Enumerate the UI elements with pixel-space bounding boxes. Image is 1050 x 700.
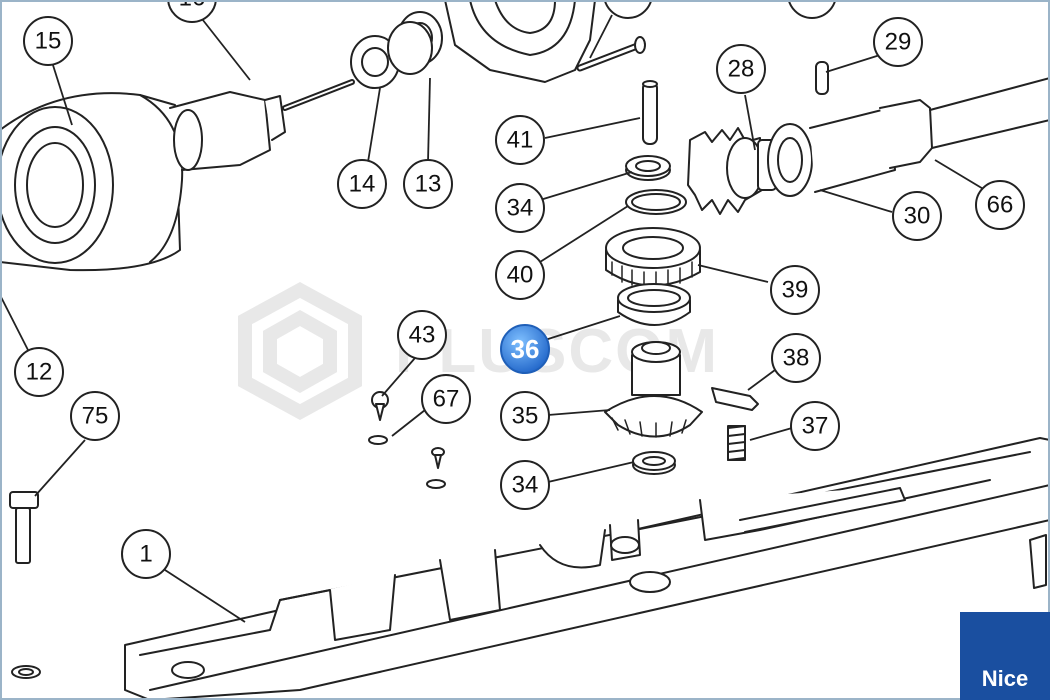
callout-12[interactable]: 12 — [14, 347, 64, 397]
circlip-part — [625, 189, 687, 215]
callout-label: 12 — [26, 359, 53, 386]
callout-75[interactable]: 75 — [70, 391, 120, 441]
callout-40[interactable]: 40 — [495, 250, 545, 300]
housing-part — [124, 437, 1050, 700]
callout-1[interactable]: 1 — [121, 529, 171, 579]
callout-label: 13 — [415, 171, 442, 198]
callout-15[interactable]: 15 — [23, 16, 73, 66]
bearing-part — [350, 11, 443, 89]
callout-label: 67 — [433, 386, 460, 413]
edge-washer-part — [11, 665, 41, 679]
callout-label: 39 — [782, 277, 809, 304]
key-part — [711, 387, 759, 411]
callout-37[interactable]: 37 — [790, 401, 840, 451]
callout-label: 36 — [511, 334, 540, 364]
callout-67[interactable]: 67 — [421, 374, 471, 424]
callout-34-top[interactable]: 34 — [495, 183, 545, 233]
motor-part — [0, 79, 355, 272]
callout-label: 14 — [349, 171, 376, 198]
callout-29[interactable]: 29 — [873, 17, 923, 67]
callout-36-selected[interactable]: 36 — [500, 324, 550, 374]
bearing-36-part — [617, 283, 691, 326]
callout-label: 29 — [885, 29, 912, 56]
callout-label: 28 — [799, 0, 826, 8]
callouts: 15 16 17 28 29 28 41 14 13 34 30 66 40 3… — [14, 0, 1025, 579]
callout-13[interactable]: 13 — [403, 159, 453, 209]
callout-38[interactable]: 38 — [771, 333, 821, 383]
callout-28[interactable]: 28 — [716, 44, 766, 94]
washer-part — [625, 155, 671, 181]
gearbox-cover-part — [444, 0, 596, 83]
callout-label: 17 — [615, 0, 642, 8]
callout-label: 1 — [139, 541, 152, 568]
small-screw-part — [368, 391, 446, 489]
callout-66[interactable]: 66 — [975, 180, 1025, 230]
logo-text: Nice — [981, 666, 1029, 691]
callout-35[interactable]: 35 — [500, 391, 550, 441]
pin-part — [642, 80, 658, 145]
bevel-gear-part — [687, 77, 1050, 215]
callout-16[interactable]: 16 — [167, 0, 217, 23]
callout-label: 66 — [987, 192, 1014, 219]
callout-label: 34 — [507, 195, 534, 222]
callout-label: 34 — [512, 472, 539, 499]
callout-label: 35 — [512, 403, 539, 430]
washer-bottom-part — [632, 451, 676, 475]
callout-14[interactable]: 14 — [337, 159, 387, 209]
crown-gear-part — [605, 227, 701, 289]
small-pin-part — [815, 61, 829, 95]
callout-label: 30 — [904, 203, 931, 230]
leader-lines — [0, 9, 986, 623]
callout-label: 75 — [82, 403, 109, 430]
screw-part — [576, 36, 646, 72]
callout-39[interactable]: 39 — [770, 265, 820, 315]
callout-30[interactable]: 30 — [892, 191, 942, 241]
callout-28-top[interactable]: 28 — [787, 0, 837, 19]
bevel-pinion-part — [604, 341, 703, 438]
callout-label: 37 — [802, 413, 829, 440]
callout-17[interactable]: 17 — [603, 0, 653, 19]
callout-label: 15 — [35, 28, 62, 55]
callout-label: 40 — [507, 262, 534, 289]
nice-logo: Nice — [960, 612, 1050, 700]
callout-41[interactable]: 41 — [495, 115, 545, 165]
callout-label: 28 — [728, 56, 755, 83]
callout-label: 38 — [783, 345, 810, 372]
callout-label: 16 — [179, 0, 206, 12]
callout-label: 43 — [409, 322, 436, 349]
callout-43[interactable]: 43 — [397, 310, 447, 360]
callout-label: 41 — [507, 127, 534, 154]
spring-part — [727, 425, 746, 461]
callout-34-bottom[interactable]: 34 — [500, 460, 550, 510]
bolt-part — [9, 491, 39, 564]
